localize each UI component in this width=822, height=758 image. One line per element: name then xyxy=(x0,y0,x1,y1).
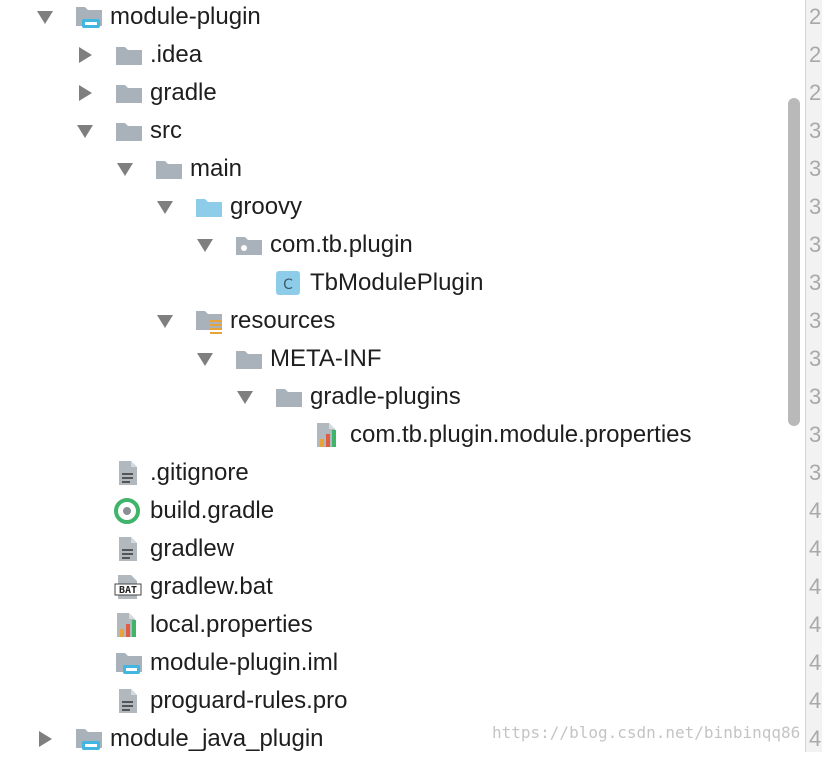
tree-node-label: local.properties xyxy=(150,611,313,638)
text-file-icon xyxy=(114,536,144,562)
tree-node-module-plugin[interactable]: module-plugin xyxy=(0,0,786,36)
gutter-line-number: 3 xyxy=(809,460,822,485)
package-icon xyxy=(234,232,264,258)
resources-folder-icon xyxy=(194,308,224,334)
gutter-line-number: 4 xyxy=(809,574,822,599)
tree-node-label: proguard-rules.pro xyxy=(150,687,348,714)
scrollbar-thumb[interactable] xyxy=(788,98,800,426)
tree-node-proguard-rules-pro[interactable]: proguard-rules.pro xyxy=(0,682,786,720)
gradle-file-icon xyxy=(114,498,144,524)
text-file-icon xyxy=(114,460,144,486)
tree-node-local-properties[interactable]: local.properties xyxy=(0,606,786,644)
tree-node-module-java-plugin[interactable]: module_java_plugin xyxy=(0,720,786,758)
tree-node-groovy[interactable]: groovy xyxy=(0,188,786,226)
tree-node-build-gradle[interactable]: build.gradle xyxy=(0,492,786,530)
tree-node-label: module-plugin xyxy=(110,3,261,30)
class-icon: C xyxy=(274,270,304,296)
tree-node-label: resources xyxy=(230,307,336,334)
module-folder-icon xyxy=(74,4,104,30)
expanded-arrow-icon[interactable] xyxy=(194,340,214,378)
expanded-arrow-icon[interactable] xyxy=(34,0,54,36)
collapsed-arrow-icon[interactable] xyxy=(74,36,94,74)
tree-node-label: com.tb.plugin xyxy=(270,231,413,258)
tree-node-tbmoduleplugin[interactable]: C TbModulePlugin xyxy=(0,264,786,302)
collapsed-arrow-icon[interactable] xyxy=(74,74,94,112)
gutter-line-number: 3 xyxy=(809,422,822,447)
svg-text:BAT: BAT xyxy=(119,585,137,596)
tree-node-main[interactable]: main xyxy=(0,150,786,188)
tree-node-label: main xyxy=(190,155,243,182)
iml-file-icon xyxy=(114,650,144,676)
properties-file-icon xyxy=(314,422,344,448)
tree-node-com-tb-plugin-module-properties[interactable]: com.tb.plugin.module.properties xyxy=(0,416,786,454)
tree-node-label: .idea xyxy=(150,41,203,68)
gutter-line-number: 4 xyxy=(809,650,822,675)
folder-icon xyxy=(114,118,144,144)
expanded-arrow-icon[interactable] xyxy=(154,188,174,226)
gutter-line-number: 4 xyxy=(809,726,822,751)
folder-icon xyxy=(114,42,144,68)
gutter-line-number: 2 xyxy=(809,80,822,105)
expanded-arrow-icon[interactable] xyxy=(114,150,134,188)
expanded-arrow-icon[interactable] xyxy=(234,378,254,416)
tree-node-label: gradle-plugins xyxy=(310,383,461,410)
tree-node-label: module_java_plugin xyxy=(110,725,324,752)
gutter-line-number: 3 xyxy=(809,270,822,295)
gutter-line-number: 2 xyxy=(809,4,822,29)
expanded-arrow-icon[interactable] xyxy=(194,226,214,264)
module-folder-icon xyxy=(74,726,104,752)
svg-text:C: C xyxy=(283,277,293,293)
tree-node-label: META-INF xyxy=(270,345,382,372)
folder-icon xyxy=(154,156,184,182)
gutter-line-number: 4 xyxy=(809,536,822,561)
source-folder-icon xyxy=(194,194,224,220)
tree-node-label: com.tb.plugin.module.properties xyxy=(350,421,692,448)
bat-file-icon: BAT xyxy=(114,574,144,600)
tree-node-gradle[interactable]: gradle xyxy=(0,74,786,112)
properties-file-icon xyxy=(114,612,144,638)
folder-icon xyxy=(114,80,144,106)
tree-node-gradlew[interactable]: gradlew xyxy=(0,530,786,568)
folder-icon xyxy=(274,384,304,410)
gutter-line-number: 4 xyxy=(809,688,822,713)
gutter-line-number: 3 xyxy=(809,346,822,371)
gutter-line-number: 4 xyxy=(809,498,822,523)
expanded-arrow-icon[interactable] xyxy=(74,112,94,150)
tree-node-gradlew-bat[interactable]: BAT gradlew.bat xyxy=(0,568,786,606)
tree-node-label: module-plugin.iml xyxy=(150,649,339,676)
gutter-line-number: 3 xyxy=(809,156,822,181)
tree-node-label: gradle xyxy=(150,79,217,106)
gutter-line-number: 3 xyxy=(809,118,822,143)
gutter-line-number: 2 xyxy=(809,42,822,67)
tree-node-label: groovy xyxy=(230,193,303,220)
tree-node-idea[interactable]: .idea xyxy=(0,36,786,74)
text-file-icon xyxy=(114,688,144,714)
tree-node-src[interactable]: src xyxy=(0,112,786,150)
tree-node-label: gradlew xyxy=(150,535,235,562)
folder-icon xyxy=(234,346,264,372)
gutter-line-number: 3 xyxy=(809,232,822,257)
tree-node-label: src xyxy=(150,117,182,144)
gutter-line-number: 3 xyxy=(809,194,822,219)
watermark-text: https://blog.csdn.net/binbinqq86 xyxy=(492,723,801,742)
tree-node-gradle-plugins[interactable]: gradle-plugins xyxy=(0,378,786,416)
tree-node-label: .gitignore xyxy=(150,459,249,486)
collapsed-arrow-icon[interactable] xyxy=(34,720,54,758)
tree-node-module-plugin-iml[interactable]: module-plugin.iml xyxy=(0,644,786,682)
gutter-line-number: 4 xyxy=(809,612,822,637)
tree-node-label: TbModulePlugin xyxy=(310,269,484,296)
tree-node-label: build.gradle xyxy=(150,497,275,524)
tree-node-resources[interactable]: resources xyxy=(0,302,786,340)
gutter-line-number: 3 xyxy=(809,384,822,409)
tree-node-label: gradlew.bat xyxy=(150,573,273,600)
tree-node-com-tb-plugin[interactable]: com.tb.plugin xyxy=(0,226,786,264)
tree-node-gitignore[interactable]: .gitignore xyxy=(0,454,786,492)
tree-node-meta-inf[interactable]: META-INF xyxy=(0,340,786,378)
gutter-line-number: 3 xyxy=(809,308,822,333)
editor-line-gutter: 2 2 2 3 3 3 3 3 3 3 3 3 3 4 4 4 4 4 4 4 xyxy=(805,0,822,752)
expanded-arrow-icon[interactable] xyxy=(154,302,174,340)
